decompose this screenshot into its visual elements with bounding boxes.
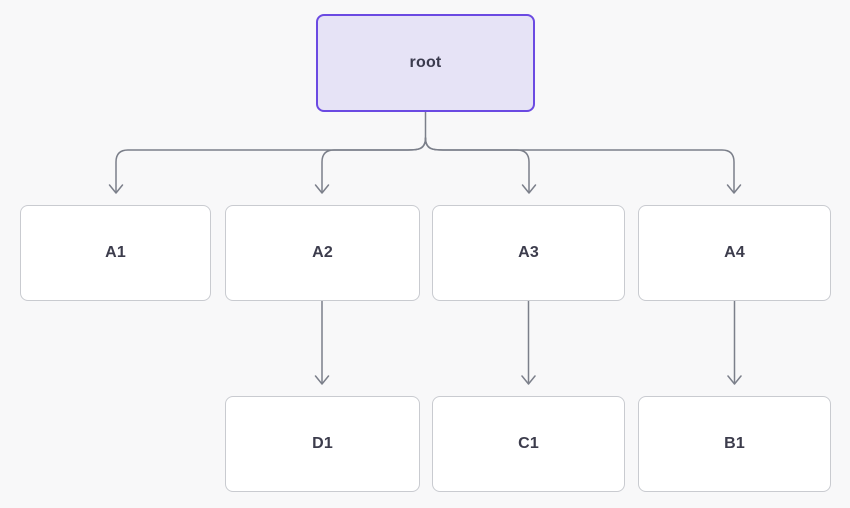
arrowhead-a3: [521, 184, 537, 194]
node-b1-label: B1: [724, 435, 745, 452]
arrowhead-a1: [108, 184, 124, 194]
node-a1[interactable]: A1: [20, 205, 211, 301]
edge-root-to-a4: [424, 137, 735, 192]
edge-root-to-a3: [424, 137, 530, 192]
node-b1[interactable]: B1: [638, 396, 831, 492]
node-a1-label: A1: [105, 244, 126, 261]
arrowhead-d1: [314, 375, 330, 385]
node-a2-label: A2: [312, 244, 333, 261]
arrowhead-a2: [314, 184, 330, 194]
arrowhead-c1: [521, 375, 536, 385]
node-a3[interactable]: A3: [432, 205, 625, 301]
node-c1[interactable]: C1: [432, 396, 625, 492]
node-d1-label: D1: [312, 435, 333, 452]
node-d1[interactable]: D1: [225, 396, 420, 492]
arrowhead-a4: [726, 184, 742, 194]
node-a4[interactable]: A4: [638, 205, 831, 301]
node-a2[interactable]: A2: [225, 205, 420, 301]
node-root-label: root: [409, 54, 442, 71]
node-root[interactable]: root: [316, 14, 535, 112]
edge-root-to-a1: [115, 137, 427, 192]
node-a3-label: A3: [518, 244, 539, 261]
node-c1-label: C1: [518, 435, 539, 452]
arrowhead-b1: [727, 375, 742, 385]
node-a4-label: A4: [724, 244, 745, 261]
edge-root-to-a2: [321, 137, 427, 192]
